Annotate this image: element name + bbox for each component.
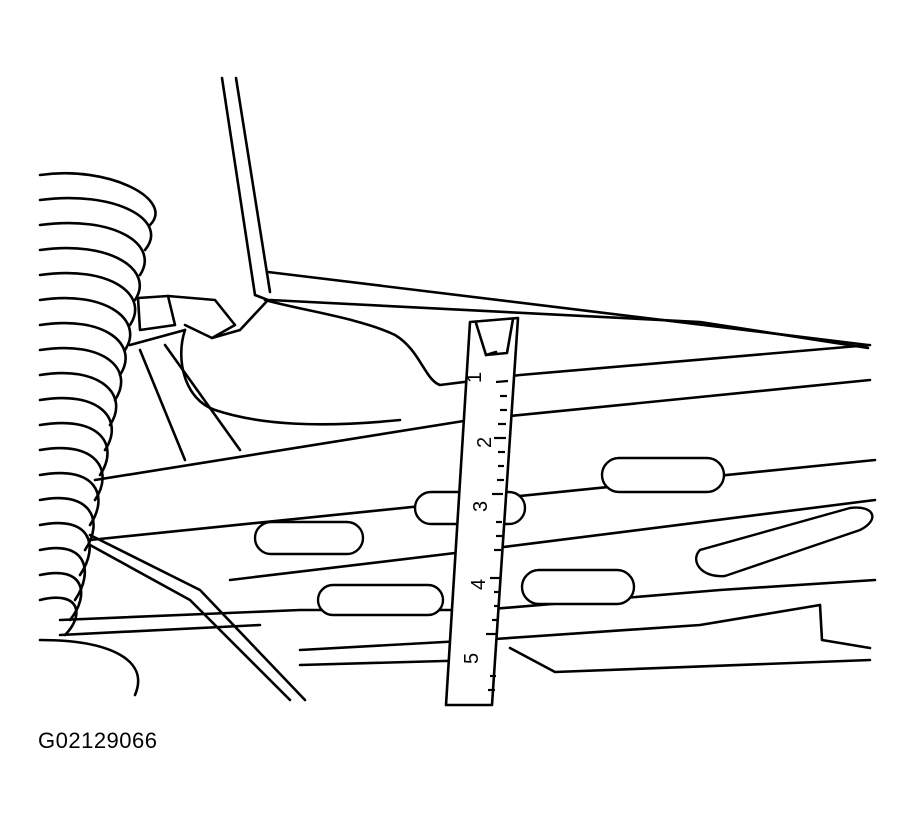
- slot-4: [316, 583, 445, 617]
- control-arm-bushing: [128, 294, 402, 462]
- ruler-mark-1: 1: [464, 372, 486, 383]
- slot-1: [253, 520, 365, 556]
- measuring-ruler: 1 2 3 4 5: [444, 316, 520, 707]
- ruler-mark-5: 5: [461, 653, 483, 664]
- ruler-mark-4: 4: [468, 579, 490, 590]
- slot-3: [600, 456, 726, 494]
- slot-5: [520, 568, 636, 606]
- figure-code: G02129066: [38, 728, 158, 753]
- pointer-rod: [210, 76, 272, 340]
- ruler-mark-2: 2: [474, 437, 496, 448]
- ruler-ticks: [486, 379, 509, 692]
- ruler-mark-3: 3: [470, 501, 492, 512]
- slot-6: [694, 506, 874, 578]
- upper-frame-plate: [263, 270, 872, 387]
- arm-slots: [253, 456, 874, 617]
